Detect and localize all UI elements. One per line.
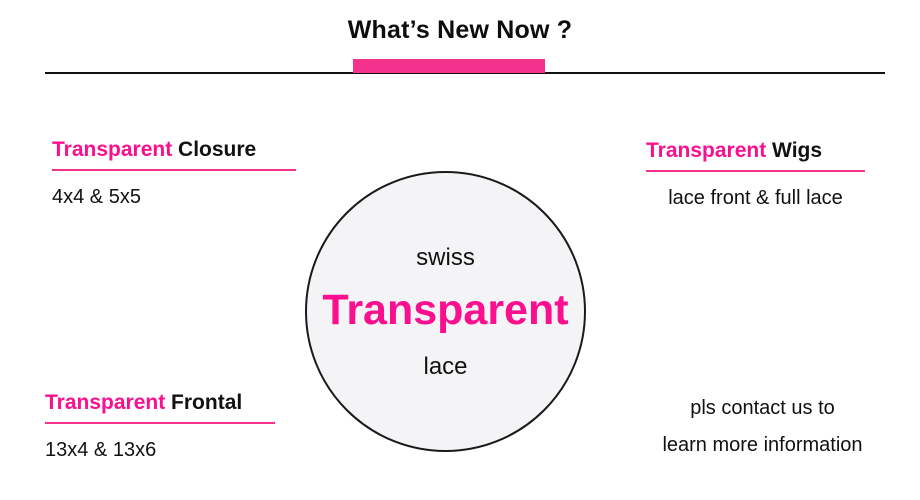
feature-block-closure: Transparent Closure 4x4 & 5x5 [52, 138, 296, 210]
page-title: What’s New Now ? [347, 16, 573, 44]
contact-line-2: learn more information [662, 434, 863, 456]
feature-heading-rest: Frontal [165, 391, 243, 414]
feature-heading-closure: Transparent Closure [52, 138, 296, 162]
center-circle: swiss Transparent lace [305, 171, 586, 452]
feature-heading-highlight: Transparent [45, 391, 166, 414]
feature-heading-highlight: Transparent [646, 139, 767, 162]
contact-line-1: pls contact us to [690, 397, 835, 419]
circle-main-label: Transparent [322, 285, 569, 334]
feature-heading-wigs: Transparent Wigs [646, 139, 865, 163]
feature-subtitle-wigs: lace front & full lace [668, 187, 843, 210]
feature-block-wigs: Transparent Wigs lace front & full lace [646, 139, 865, 211]
feature-block-frontal: Transparent Frontal 13x4 & 13x6 [45, 391, 275, 463]
feature-heading-frontal: Transparent Frontal [45, 391, 275, 415]
feature-subtitle-frontal: 13x4 & 13x6 [45, 439, 157, 462]
header-divider [45, 72, 885, 74]
circle-bottom-label: lace [423, 353, 468, 381]
header-accent-bar [353, 59, 545, 73]
feature-underline-frontal [45, 422, 275, 425]
feature-heading-rest: Closure [172, 138, 257, 161]
feature-subtitle-closure: 4x4 & 5x5 [52, 186, 141, 209]
contact-message: pls contact us to learn more information [620, 390, 905, 464]
feature-heading-rest: Wigs [766, 139, 823, 162]
circle-top-label: swiss [416, 243, 475, 271]
feature-underline-closure [52, 169, 296, 172]
feature-heading-highlight: Transparent [52, 138, 173, 161]
feature-underline-wigs [646, 170, 865, 173]
